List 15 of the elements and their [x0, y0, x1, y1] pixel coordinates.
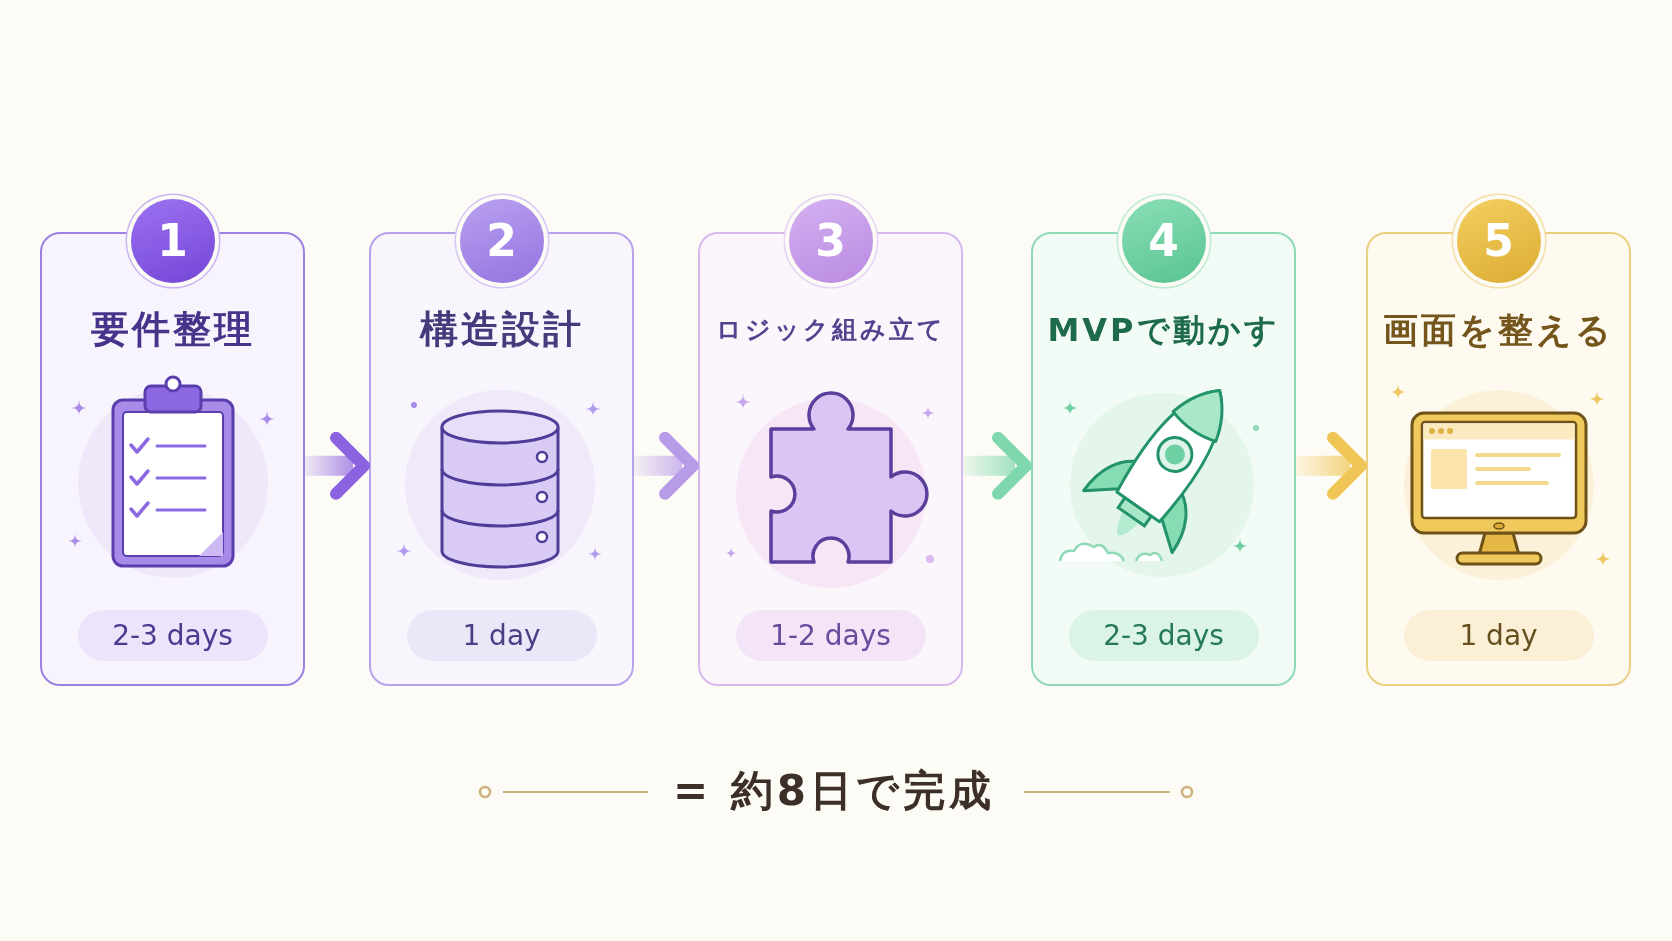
step-title: MVPで動かす — [1047, 311, 1280, 349]
duration-tag: 1 day — [406, 610, 597, 661]
duration-tag: 1 day — [1403, 610, 1594, 661]
arrow — [305, 431, 370, 500]
summary-text: = 約8日で完成 — [673, 767, 996, 816]
duration-tag: 1-2 days — [735, 610, 926, 661]
duration-tag: 2-3 days — [77, 610, 268, 661]
step-title: ロジック組み立て — [715, 315, 946, 345]
step-title: 要件整理 — [90, 308, 255, 352]
step-title: 構造設計 — [419, 308, 584, 352]
arrow — [1296, 431, 1367, 500]
step-title: 画面を整える — [1383, 310, 1614, 351]
arrow — [963, 431, 1032, 500]
duration-tag: 2-3 days — [1068, 610, 1259, 661]
arrow — [634, 431, 699, 500]
